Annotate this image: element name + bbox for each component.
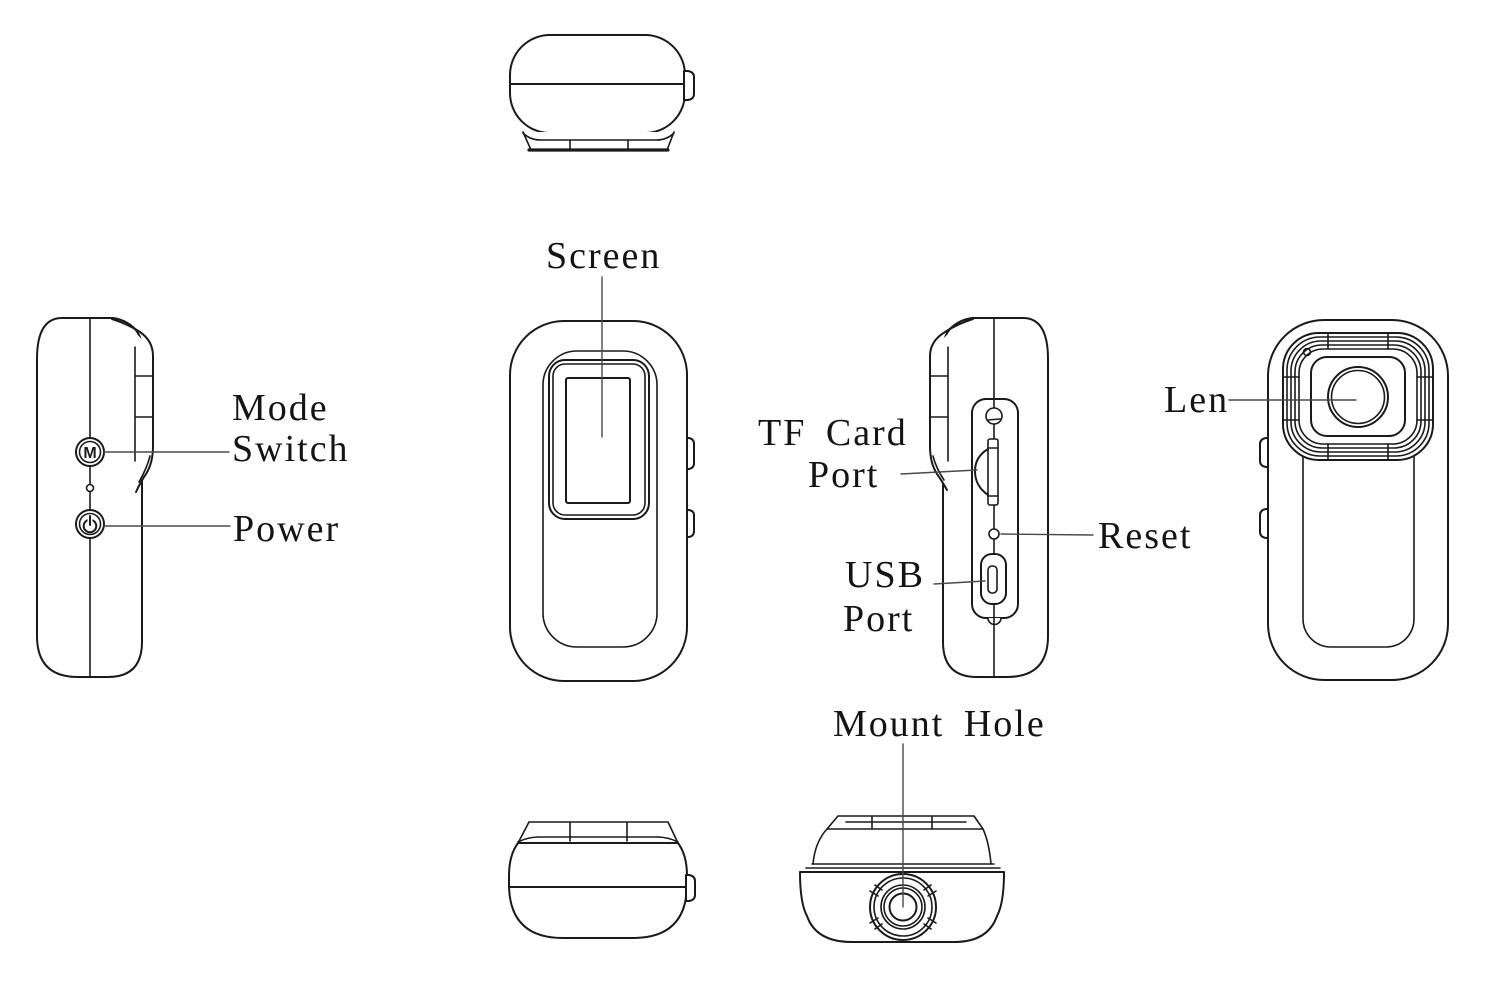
label-mode-line2: Switch: [232, 428, 350, 470]
label-reset: Reset: [1098, 515, 1192, 557]
label-usb-line1: USB: [845, 554, 925, 596]
bottom-side-tab: [685, 874, 696, 902]
clip-right: [929, 318, 975, 491]
tf-card-slot[interactable]: [974, 438, 999, 506]
mic-hole: [85, 483, 95, 493]
bottom-body-outline: [508, 842, 688, 939]
screen-bezel-inner: [552, 363, 646, 516]
leader-usb: [933, 580, 986, 585]
power-icon: [82, 514, 98, 534]
left-side-view: M Mode Switch Power: [36, 317, 350, 678]
label-tf-line2: Port: [808, 454, 879, 496]
front-body-outline: [509, 320, 688, 682]
label-power: Power: [233, 508, 340, 550]
back-view: Len: [1164, 319, 1449, 681]
mount-hole-notches: [869, 884, 937, 930]
label-screen: Screen: [546, 235, 661, 277]
label-tf-line1: TF Card: [758, 412, 908, 454]
front-clip-outline: [542, 350, 658, 648]
label-usb-line2: Port: [843, 598, 914, 640]
right-side-view: TF Card Port Reset USB Port: [758, 317, 1192, 678]
label-mount-hole: Mount Hole: [833, 703, 1046, 745]
power-button[interactable]: [75, 509, 105, 539]
mount-clip: [826, 815, 984, 830]
back-side-button-upper[interactable]: [1259, 437, 1270, 468]
bottom-mount-view: Mount Hole: [799, 703, 1046, 943]
reset-hole[interactable]: [988, 528, 1000, 540]
label-len: Len: [1164, 379, 1229, 421]
back-side-button-lower[interactable]: [1259, 508, 1270, 539]
screen-bezel-outer: [548, 359, 650, 520]
mode-button-glyph: M: [83, 445, 96, 462]
top-clip: [522, 131, 675, 152]
screen-panel: [565, 377, 631, 504]
top-side-tab: [683, 70, 695, 101]
mode-button[interactable]: M: [75, 437, 105, 467]
usb-port[interactable]: [980, 553, 1007, 605]
mount-dome-sides: [812, 828, 992, 865]
clip: [110, 318, 154, 493]
bottom-view: [508, 821, 696, 939]
lens: [1327, 366, 1389, 428]
leader-reset: [1000, 533, 1094, 536]
front-side-button-lower[interactable]: [686, 509, 695, 538]
front-side-button-upper[interactable]: [686, 437, 695, 470]
leader-tf-card: [900, 469, 978, 475]
lens-indicator-dot: [1302, 347, 1312, 357]
screw: [985, 407, 1003, 425]
lens-housing-ticks: [1282, 332, 1434, 461]
front-view: Screen: [509, 235, 695, 682]
top-view: [509, 34, 695, 152]
label-mode-line1: Mode: [232, 387, 329, 429]
bottom-clip: [517, 821, 679, 844]
